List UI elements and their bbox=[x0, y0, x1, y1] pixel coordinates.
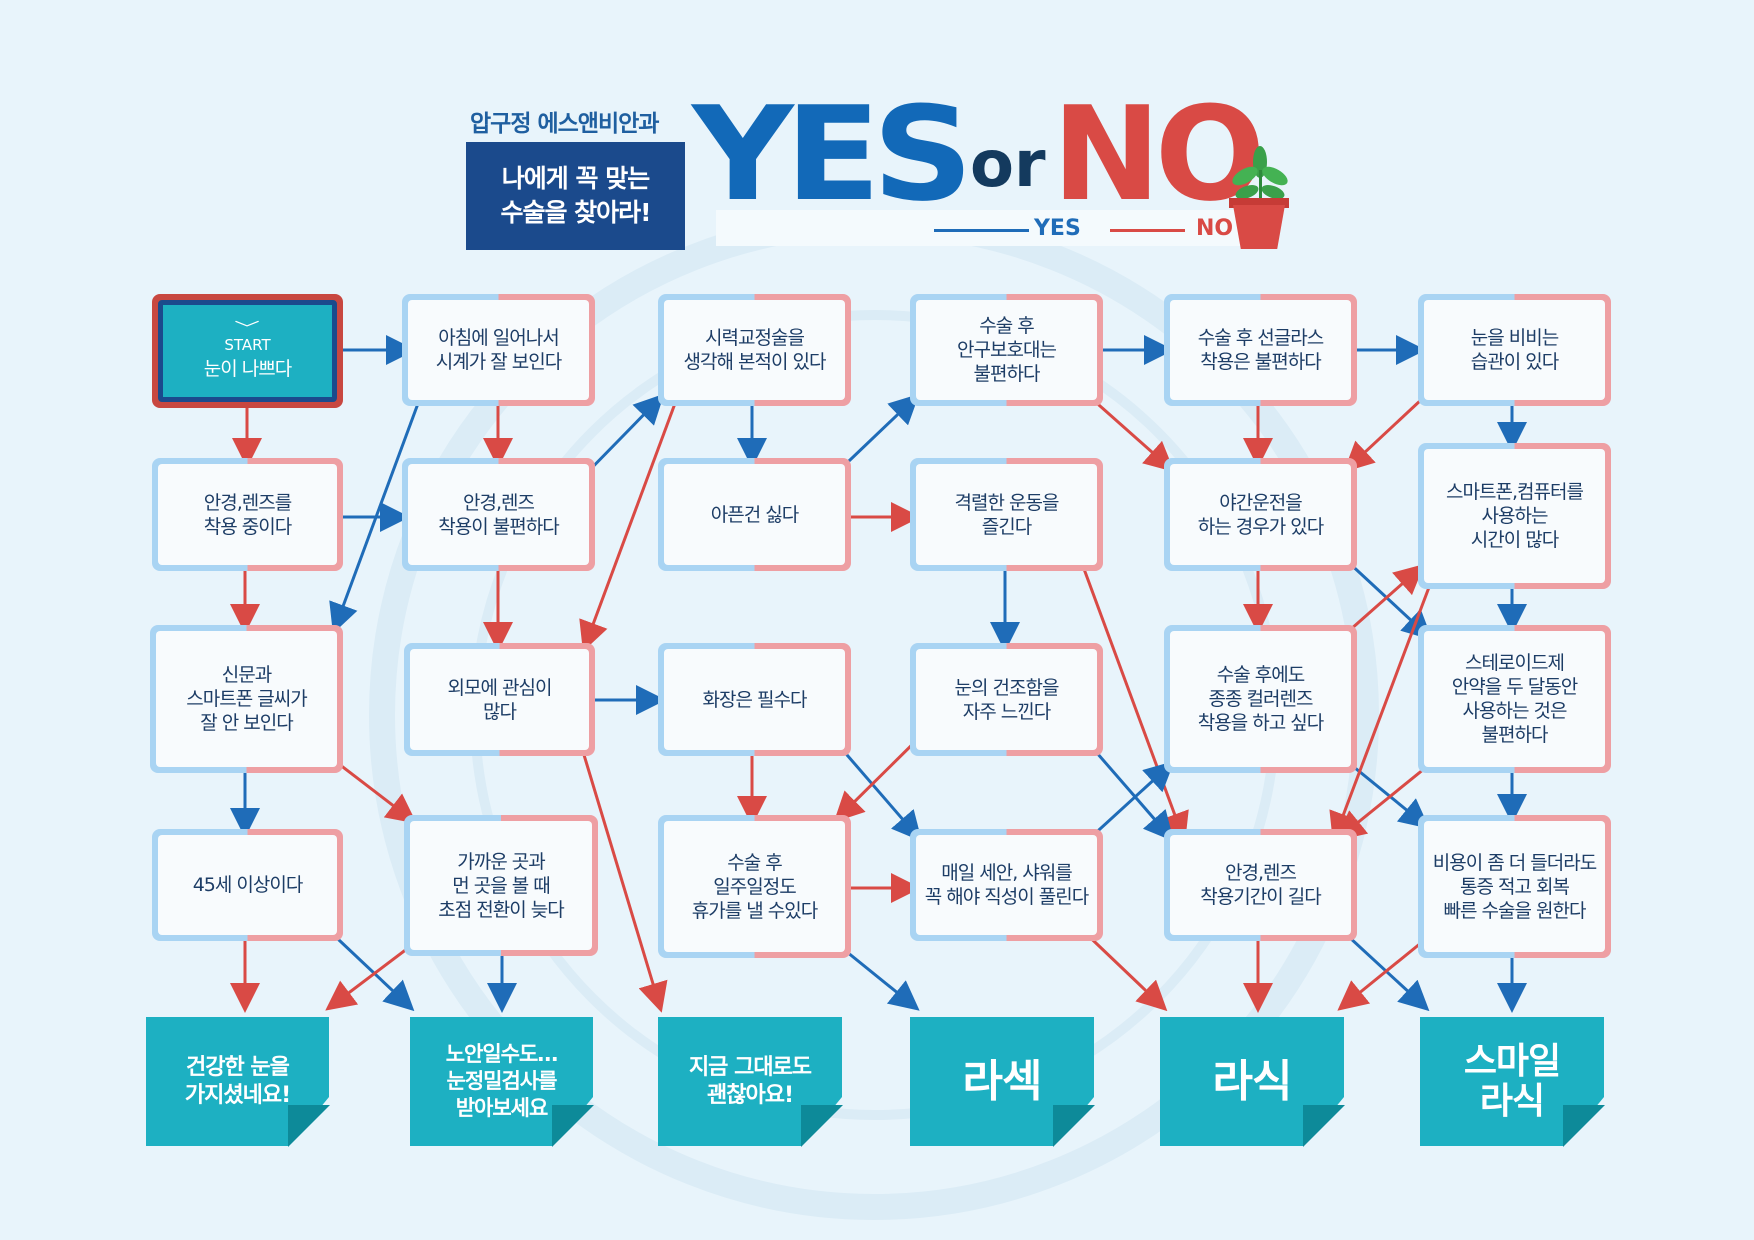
plant-pot bbox=[1233, 205, 1285, 249]
start-label: START bbox=[224, 335, 271, 354]
node-newspaper: 신문과 스마트폰 글씨가 잘 안 보인다 bbox=[150, 625, 343, 773]
chevron-down-icon: ﹀ bbox=[234, 318, 261, 338]
node-smartphone-time: 스마트폰,컴퓨터를 사용하는 시간이 많다 bbox=[1418, 443, 1611, 589]
title-or: or bbox=[970, 128, 1046, 202]
arrow-morning-yes bbox=[329, 389, 425, 634]
node-eye-shield: 수술 후 안구보호대는 불편하다 bbox=[910, 294, 1103, 406]
node-long-wearing: 안경,렌즈 착용기간이 길다 bbox=[1164, 829, 1357, 941]
plant-pot-rim bbox=[1229, 198, 1289, 208]
legend-yes-line bbox=[934, 229, 1029, 232]
plant-icon bbox=[1232, 146, 1288, 210]
brand-name: 압구정 에스앤비안과 bbox=[470, 111, 659, 137]
node-steroid-drops: 스테로이드제 안약을 두 달동안 사용하는 것은 불편하다 bbox=[1418, 625, 1611, 773]
node-week-vacation: 수술 후 일주일정도 휴가를 낼 수있다 bbox=[658, 815, 851, 958]
node-eye-rubbing: 눈을 비비는 습관이 있다 bbox=[1418, 294, 1611, 406]
arrow-considered-no bbox=[579, 389, 682, 652]
subtitle-box: 나에게 꼭 맞는 수술을 찾아라! bbox=[466, 142, 685, 250]
legend-bar bbox=[716, 210, 1250, 246]
node-wearing-glasses: 안경,렌즈를 착용 중이다 bbox=[152, 458, 343, 571]
node-morning-clock: 아침에 일어나서 시계가 잘 보인다 bbox=[402, 294, 595, 406]
legend-no-label: NO bbox=[1196, 216, 1234, 241]
start-node: ﹀ START 눈이 나쁘다 bbox=[152, 294, 343, 408]
node-age-45: 45세 이상이다 bbox=[152, 829, 343, 941]
start-text: 눈이 나쁘다 bbox=[203, 357, 292, 380]
node-appearance: 외모에 관심이 많다 bbox=[404, 643, 595, 756]
node-sports: 격렬한 운동을 즐긴다 bbox=[910, 458, 1103, 571]
node-daily-wash: 매일 세안, 샤워를 꼭 해야 직성이 풀린다 bbox=[910, 829, 1103, 941]
node-makeup: 화장은 필수다 bbox=[658, 643, 851, 756]
node-cost-recovery: 비용이 좀 더 들더라도 통증 적고 회복 빠른 수술을 원한다 bbox=[1418, 815, 1611, 958]
node-night-driving: 야간운전을 하는 경우가 있다 bbox=[1164, 458, 1357, 571]
legend-no-line bbox=[1110, 229, 1185, 232]
node-considered-surgery: 시력교정술을 생각해 본적이 있다 bbox=[658, 294, 851, 406]
node-dry-eye: 눈의 건조함을 자주 느낀다 bbox=[910, 643, 1103, 756]
arrow-looks-no bbox=[576, 734, 668, 1013]
node-sunglasses: 수술 후 선글라스 착용은 불편하다 bbox=[1164, 294, 1357, 406]
arrow-cost-no bbox=[1337, 932, 1433, 1011]
title-yes: YES bbox=[692, 78, 973, 230]
node-glasses-uncomfortable: 안경,렌즈 착용이 불편하다 bbox=[402, 458, 595, 571]
node-color-lens: 수술 후에도 종종 컬러렌즈 착용을 하고 싶다 bbox=[1164, 625, 1357, 773]
legend-yes-label: YES bbox=[1034, 216, 1081, 241]
arrow-smart-no bbox=[1329, 565, 1439, 843]
node-focus-slow: 가까운 곳과 먼 곳을 볼 때 초점 전환이 늦다 bbox=[404, 815, 598, 956]
node-hate-pain: 아픈건 싫다 bbox=[658, 458, 851, 571]
